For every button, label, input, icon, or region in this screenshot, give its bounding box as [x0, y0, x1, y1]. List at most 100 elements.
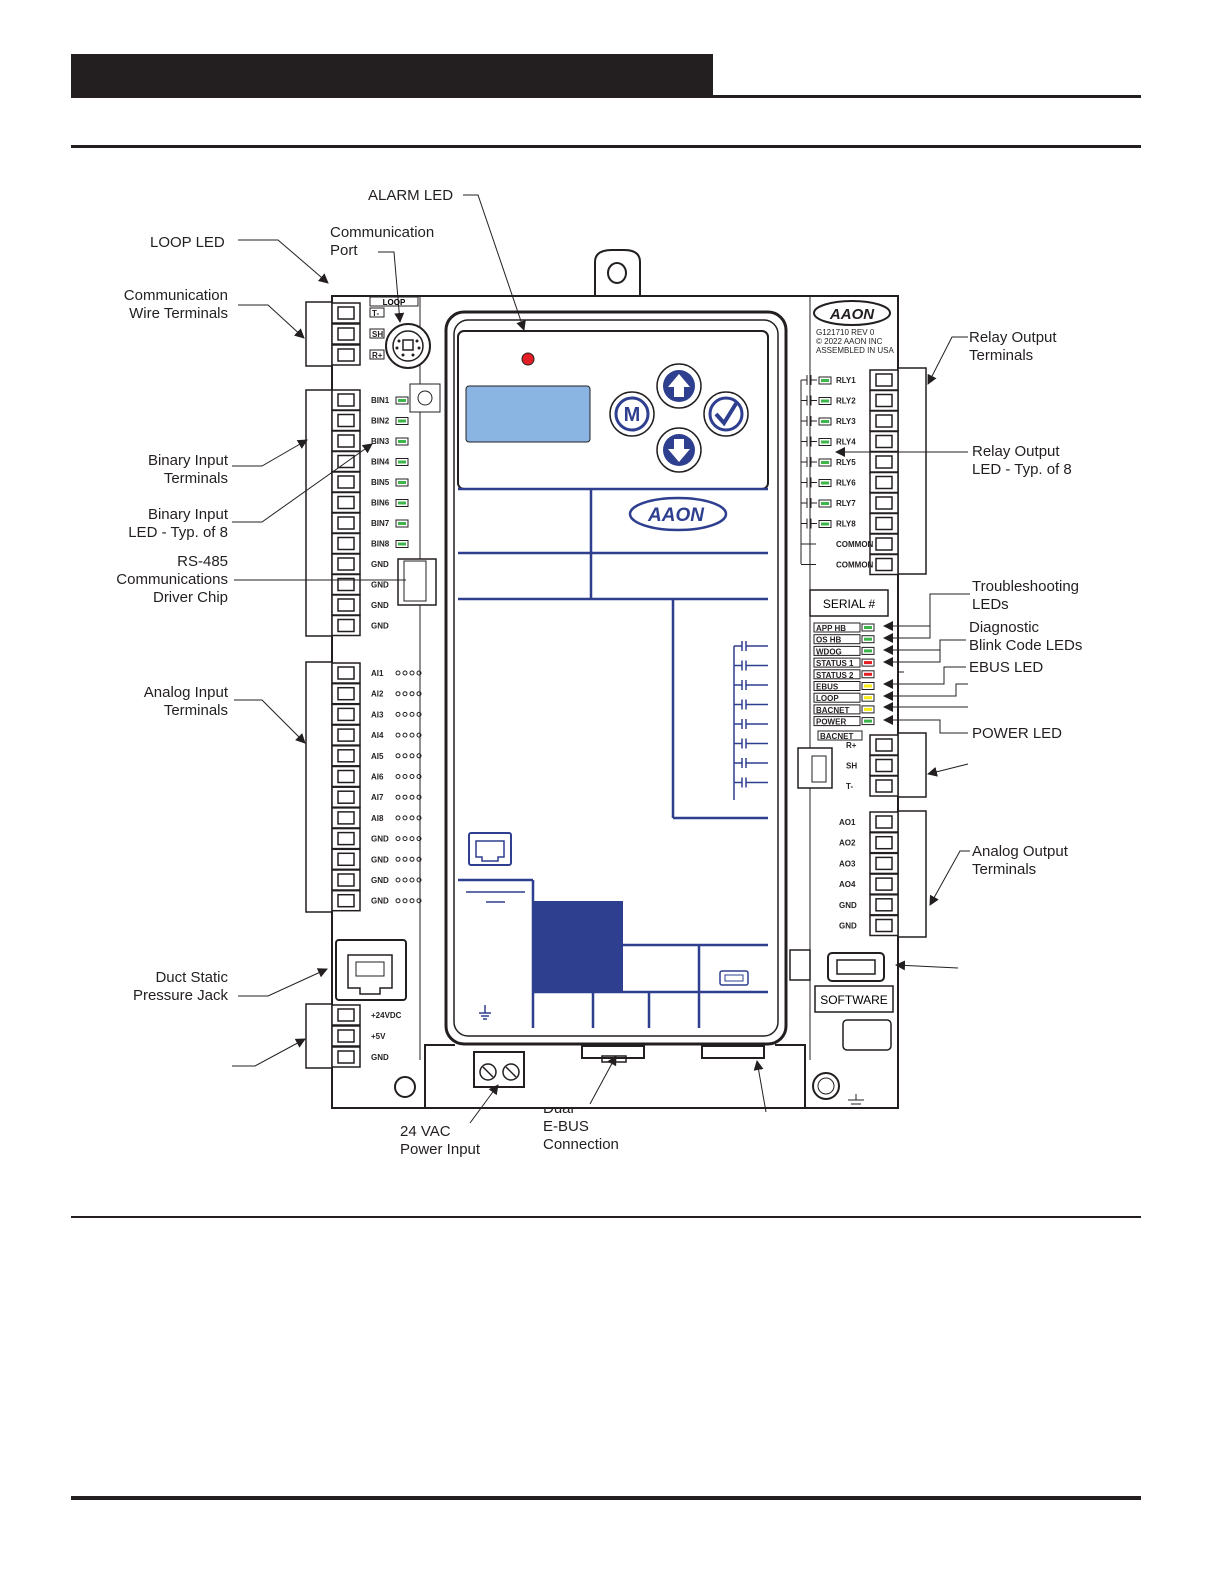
loop-tag-label: LOOP	[383, 298, 406, 307]
section-rule	[71, 145, 1141, 148]
relay-terminal	[869, 451, 899, 473]
power-terminal-label: GND	[371, 1053, 389, 1062]
bacnet-driver-chip	[797, 747, 833, 789]
jumper-pin	[402, 732, 408, 738]
status-led-tag	[813, 657, 861, 668]
binary-input-terminal	[331, 573, 361, 596]
binary-input-label: GND	[371, 622, 389, 631]
jumper-pin	[402, 836, 408, 842]
up-button[interactable]	[656, 363, 702, 409]
jumper-pin	[395, 794, 401, 800]
binary-input-terminal	[331, 553, 361, 575]
comm-terminal	[331, 344, 361, 366]
jumper-pin	[395, 732, 401, 738]
status-led-lamp	[864, 684, 872, 688]
binary-input-terminal	[331, 389, 361, 411]
jumper-pin	[395, 691, 401, 697]
analog-input-label: GND	[371, 835, 389, 844]
jumper-pin	[395, 815, 401, 821]
jumper-pin	[416, 794, 422, 800]
bacnet-terminal	[869, 734, 899, 756]
binary-input-label: BIN2	[371, 417, 390, 426]
bacnet-terminal	[869, 775, 899, 797]
binary-input-terminal	[331, 430, 361, 452]
relay-contact-symbol	[801, 416, 817, 426]
jumper-pin	[409, 774, 415, 779]
binary-input-terminal	[331, 471, 361, 493]
binary-input-terminal	[331, 512, 361, 534]
status-led-tag	[813, 681, 861, 691]
jumper-pin	[395, 836, 401, 842]
check-icon	[714, 400, 739, 427]
relay-terminal	[869, 533, 899, 555]
relay-output-led-lamp	[821, 461, 829, 464]
relay-label: RLY2	[836, 397, 856, 406]
binary-input-terminal	[331, 450, 361, 473]
analog-input-terminal	[331, 745, 361, 767]
jumper-pin	[409, 836, 415, 842]
down-arrow-icon	[668, 439, 690, 462]
jumper-pin	[402, 711, 408, 717]
ebus-connector-right	[701, 1045, 765, 1059]
analog-input-housing	[305, 661, 333, 913]
analog-input-terminal	[331, 765, 361, 788]
relay-contact-symbol	[801, 498, 817, 508]
bacnet-tag-box	[817, 730, 863, 741]
jumper-pin	[409, 753, 415, 759]
down-button[interactable]	[656, 427, 702, 473]
jumper-pin	[395, 774, 401, 779]
analog-input-terminal	[331, 827, 361, 850]
jumper-pin	[409, 898, 415, 904]
cover-contact-symbol	[734, 680, 768, 690]
analog-output-label: AO4	[839, 880, 856, 889]
caption-rule	[71, 1216, 1141, 1218]
jumper-pin	[395, 670, 401, 676]
jumper-pin	[402, 774, 408, 779]
jumper-pin	[395, 711, 401, 717]
menu-button[interactable]: M	[609, 391, 655, 437]
comm-terminal	[331, 323, 361, 345]
analog-output-label: AO2	[839, 839, 856, 848]
jumper-pin	[402, 691, 408, 697]
aaon-board-logo-text: AAON	[829, 306, 875, 323]
relay-label: COMMON	[836, 561, 874, 570]
analog-input-terminal	[331, 889, 361, 912]
jumper-pin	[409, 691, 415, 697]
analog-output-housing	[897, 810, 927, 938]
part-info-line: © 2022 AAON INC	[816, 337, 883, 346]
comm-terminal-tag-box	[369, 349, 385, 360]
analog-output-terminal	[869, 914, 899, 937]
power-terminal	[331, 1046, 361, 1068]
jumper-pin	[395, 877, 401, 883]
analog-input-terminal	[331, 724, 361, 746]
relay-terminal	[869, 410, 899, 432]
jumper-pin	[402, 898, 408, 904]
relay-output-led-lamp	[821, 399, 829, 403]
aaon-logo-board: AAON	[813, 300, 891, 326]
binary-input-terminal	[331, 594, 361, 616]
duct-static-pressure-jack	[335, 939, 407, 1001]
binary-input-led-lamp	[398, 481, 406, 484]
status-led-tag	[813, 622, 861, 633]
comm-terminal-label: R+	[372, 351, 383, 360]
relay-terminal	[869, 389, 899, 412]
relay-terminal	[869, 492, 899, 514]
binary-input-label: GND	[371, 601, 389, 610]
serial-label: SERIAL #	[823, 597, 876, 611]
header-bar	[71, 54, 713, 96]
binary-input-label: GND	[371, 560, 389, 569]
lcd-display	[465, 385, 591, 443]
cover-contact-symbol	[734, 758, 768, 768]
relay-contact-symbols	[733, 641, 768, 800]
relay-label: RLY6	[836, 479, 856, 488]
jumper-pin	[395, 898, 401, 904]
analog-input-label: AI5	[371, 752, 384, 761]
enter-button[interactable]	[703, 391, 749, 437]
power-input-terminal-block	[473, 1051, 525, 1088]
